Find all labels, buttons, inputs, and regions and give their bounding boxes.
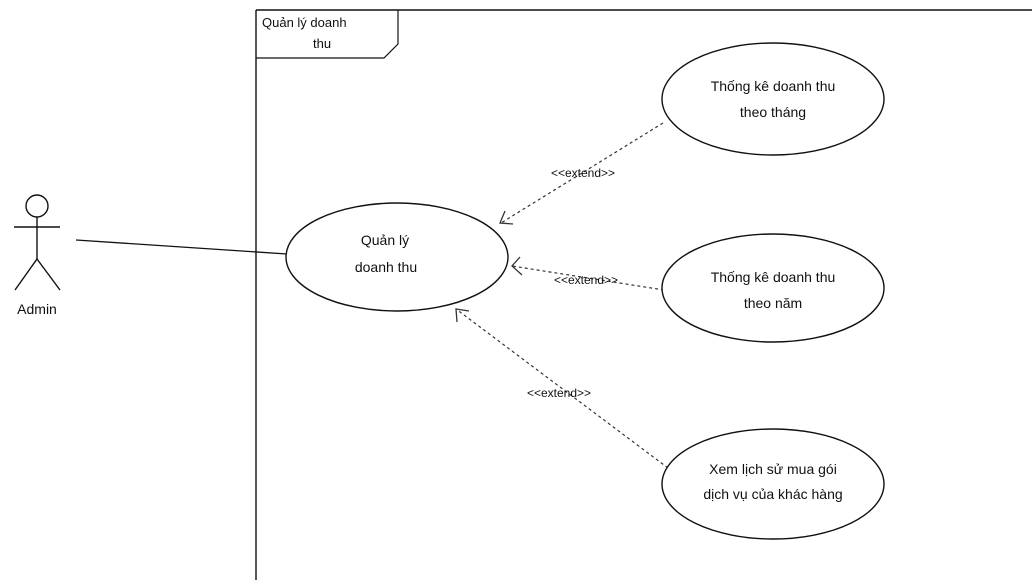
extend-line-monthly	[500, 122, 664, 224]
use-case-label-line-2: dịch vụ của khác hàng	[703, 486, 842, 502]
extend-relation-history: <<extend>>	[455, 308, 669, 469]
extend-relation-monthly: <<extend>>	[499, 122, 664, 225]
frame-title-tab	[256, 10, 399, 59]
use-case-ellipse	[285, 202, 509, 312]
actor-label: Admin	[17, 301, 57, 317]
use-case-monthly-revenue-stats[interactable]: Thống kê doanh thu theo tháng	[661, 42, 885, 156]
frame-title-line-2: thu	[313, 36, 331, 51]
actor-right-leg	[36, 258, 61, 291]
use-case-ellipse	[661, 42, 885, 156]
use-case-label-line-1: Thống kê doanh thu	[711, 78, 836, 94]
use-case-ellipse	[661, 428, 885, 540]
extend-arrowhead-monthly	[499, 210, 514, 225]
actor-admin[interactable]: Admin	[14, 194, 61, 317]
extend-arrowhead-history	[455, 308, 470, 323]
extend-arrowhead-yearly	[511, 256, 523, 276]
actor-head	[25, 194, 49, 218]
use-case-label-line-2: theo tháng	[740, 104, 806, 120]
use-case-label-line-1: Quản lý	[361, 232, 409, 248]
use-case-yearly-revenue-stats[interactable]: Thống kê doanh thu theo năm	[661, 233, 885, 343]
extend-label-monthly: <<extend>>	[551, 166, 615, 180]
association-line	[75, 239, 288, 255]
use-case-revenue-management[interactable]: Quản lý doanh thu	[285, 202, 509, 312]
extend-relation-yearly: <<extend>>	[511, 256, 665, 291]
use-case-label-line-1: Thống kê doanh thu	[711, 269, 836, 285]
use-case-label-line-1: Xem lịch sử mua gói	[709, 461, 837, 477]
extend-label-history: <<extend>>	[527, 386, 591, 400]
use-case-ellipse	[661, 233, 885, 343]
use-case-purchase-history[interactable]: Xem lịch sử mua gói dịch vụ của khác hàn…	[661, 428, 885, 540]
use-case-label-line-2: theo năm	[744, 295, 802, 311]
extend-line-history	[455, 308, 669, 469]
use-case-label-line-2: doanh thu	[355, 259, 417, 275]
extend-line-yearly	[511, 265, 665, 291]
frame-title-line-1: Quản lý doanh	[262, 15, 347, 30]
extend-label-yearly: <<extend>>	[554, 273, 618, 287]
actor-left-leg	[14, 258, 38, 291]
system-frame: Quản lý doanh thu	[255, 9, 1032, 580]
